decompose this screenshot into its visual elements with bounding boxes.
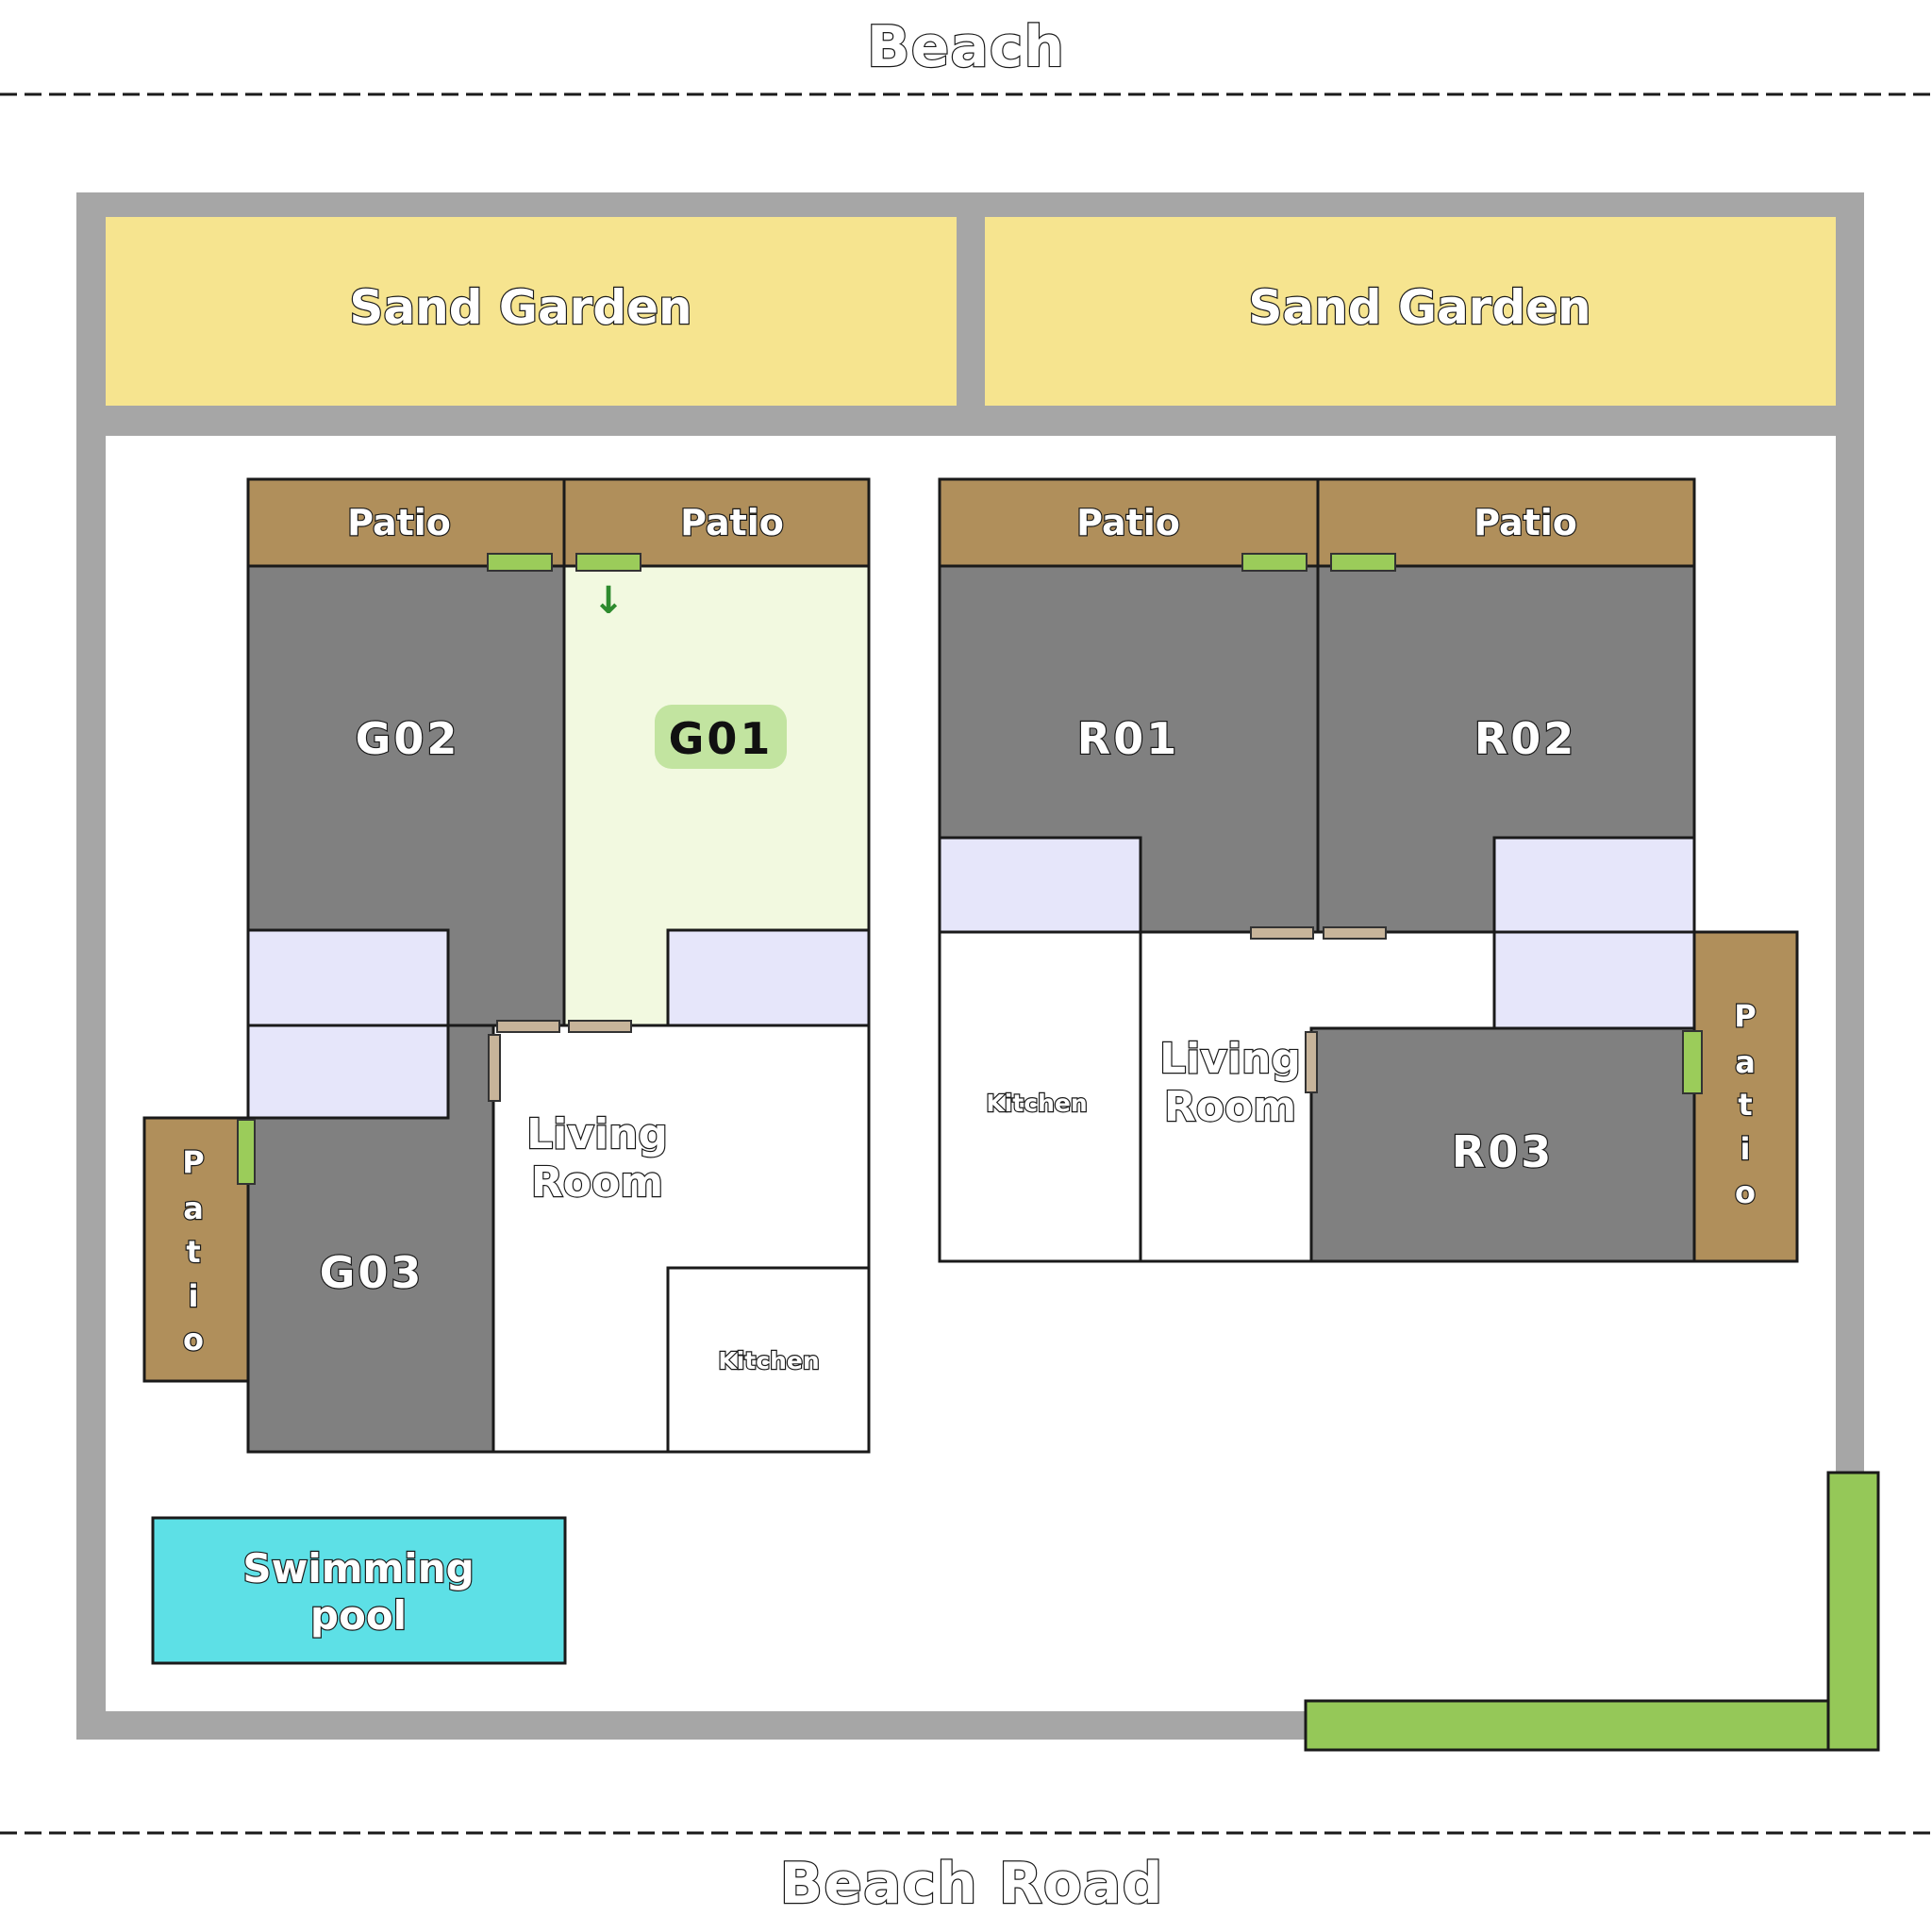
svg-text:o: o [1735, 1174, 1756, 1210]
bathroom-r02[interactable] [1492, 836, 1696, 934]
door-g01-living[interactable] [568, 1020, 632, 1033]
sand-garden-left[interactable] [106, 217, 957, 406]
entry-arrow-icon: ↓ [592, 579, 625, 623]
swimming-pool-label-line1: Swimming [242, 1545, 474, 1591]
room-g01-label: G01 [669, 713, 774, 764]
room-g03-label: G03 [320, 1247, 425, 1298]
sand-garden-right-label: Sand Garden [1248, 280, 1591, 335]
patio-g03[interactable] [142, 1116, 250, 1383]
door-g03-patio[interactable] [237, 1119, 256, 1185]
svg-text:i: i [189, 1278, 199, 1314]
door-g01-patio[interactable] [575, 553, 641, 572]
selected-room-badge [655, 705, 787, 769]
hedge-vertical [1826, 1471, 1880, 1752]
patio-r02-label: Patio [1474, 502, 1577, 543]
door-g02-patio[interactable] [487, 553, 553, 572]
beach-road-label: Beach Road [780, 1851, 1164, 1917]
door-r01-living[interactable] [1250, 926, 1314, 940]
patio-g01[interactable] [562, 477, 871, 568]
kitchen-right[interactable] [938, 930, 1142, 1263]
beach-label: Beach [867, 14, 1065, 80]
door-r02-patio[interactable] [1330, 553, 1396, 572]
left-building: Patio Patio G02 G01 ↓ G03 P a t i o Livi… [142, 477, 871, 1454]
sand-garden-left-label: Sand Garden [349, 280, 691, 335]
kitchen-left-label: Kitchen [718, 1347, 819, 1374]
door-r03-patio[interactable] [1682, 1030, 1703, 1094]
patio-r01-label: Patio [1076, 502, 1180, 543]
hedge-horizontal [1304, 1699, 1830, 1752]
svg-text:P: P [1734, 998, 1756, 1034]
door-g03-living[interactable] [488, 1034, 501, 1102]
svg-text:t: t [1738, 1087, 1752, 1123]
svg-text:P: P [182, 1144, 204, 1180]
bathroom-g02-b[interactable] [246, 1024, 450, 1120]
patio-r02[interactable] [1316, 477, 1696, 568]
kitchen-left[interactable] [666, 1266, 871, 1454]
bathroom-g01[interactable] [666, 928, 871, 1027]
patio-g01-label: Patio [680, 502, 784, 543]
door-r03-living[interactable] [1305, 1031, 1318, 1093]
swimming-pool-label-line2: pool [310, 1592, 407, 1639]
svg-text:t: t [186, 1234, 200, 1270]
room-r03[interactable] [1309, 1026, 1696, 1263]
sand-garden-right[interactable] [985, 217, 1836, 406]
patio-g03-vertical-label: P a t i o [181, 1143, 206, 1358]
patio-r03-vertical-label: P a t i o [1733, 997, 1757, 1211]
living-room-right-label-line1: Living [1159, 1035, 1301, 1083]
door-g02-living[interactable] [496, 1020, 560, 1033]
door-r02-living[interactable] [1323, 926, 1387, 940]
patio-g02-label: Patio [347, 502, 451, 543]
room-r01-label: R01 [1077, 713, 1179, 764]
room-g02-label: G02 [356, 713, 460, 764]
bathroom-g02-a[interactable] [246, 928, 450, 1027]
svg-text:o: o [183, 1322, 204, 1357]
svg-text:a: a [183, 1191, 204, 1226]
room-r03-label: R03 [1452, 1126, 1554, 1177]
svg-text:a: a [1735, 1044, 1756, 1080]
living-room-left-label-line1: Living [526, 1110, 668, 1158]
bathroom-r01[interactable] [938, 836, 1142, 934]
living-room-left-label-line2: Room [531, 1158, 663, 1207]
living-room-right-label-line2: Room [1164, 1083, 1296, 1131]
kitchen-right-label: Kitchen [986, 1090, 1087, 1117]
door-r01-patio[interactable] [1241, 553, 1307, 572]
svg-text:i: i [1740, 1131, 1751, 1167]
patio-r03[interactable] [1692, 930, 1799, 1263]
right-building: Patio Patio R01 R02 Kitchen Living Room … [938, 477, 1799, 1263]
bathroom-r03[interactable] [1492, 930, 1696, 1030]
swimming-pool[interactable] [151, 1516, 567, 1665]
room-r02-label: R02 [1474, 713, 1576, 764]
